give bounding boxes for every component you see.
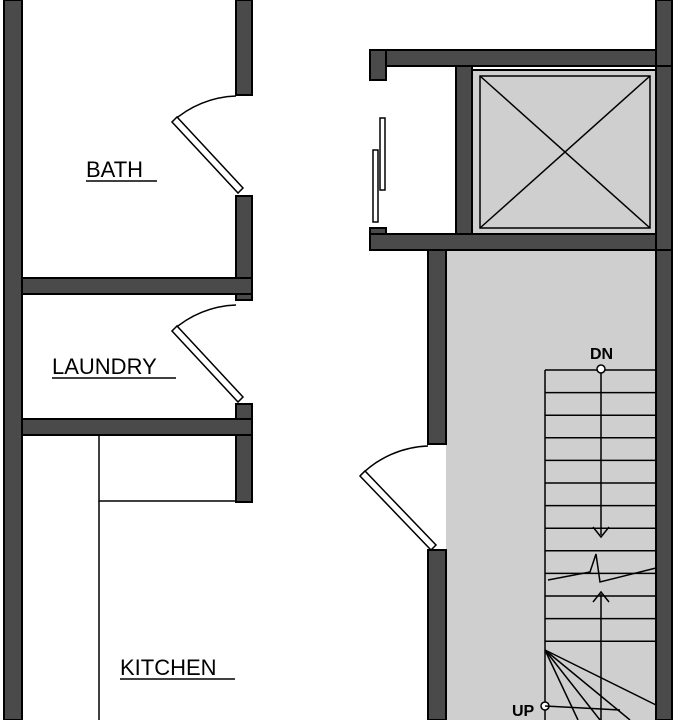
- stair-area: [446, 250, 656, 720]
- kitchen-counter: [98, 434, 237, 502]
- stair-door-swing: [359, 445, 429, 477]
- wall-elevator-right: [655, 65, 673, 251]
- closet-wall-right: [455, 65, 473, 251]
- bath-door[interactable]: [170, 115, 245, 195]
- wall-top-right: [369, 49, 661, 67]
- wall-stair-left-upper: [427, 249, 447, 445]
- elevator-cross-b: [479, 75, 651, 229]
- stair-break-line: [547, 553, 657, 583]
- room-label-kitchen: KITCHEN: [120, 655, 217, 680]
- closet-door-panel-a[interactable]: [379, 117, 386, 191]
- closet-door-panel-b[interactable]: [372, 149, 379, 223]
- room-label-bath: BATH: [86, 157, 143, 182]
- wall-bath-laundry: [21, 277, 253, 295]
- wall-left-exterior: [3, 0, 23, 720]
- stair-up-arrow: [592, 590, 610, 603]
- elevator-car: [479, 75, 651, 229]
- wall-bath-upper: [235, 0, 253, 96]
- closet-wall-left-top: [369, 49, 387, 81]
- wall-laundry-kitchen: [21, 418, 253, 436]
- stair-door[interactable]: [358, 469, 438, 552]
- stair-label-down: DN: [590, 346, 613, 363]
- wall-closet-bottom: [369, 233, 661, 251]
- wall-right-top: [655, 0, 673, 67]
- laundry-door[interactable]: [170, 324, 245, 404]
- bath-door-swing: [171, 95, 237, 123]
- stair-down-arrow: [592, 526, 610, 539]
- room-label-laundry: LAUNDRY: [52, 354, 157, 379]
- stair-label-up: UP: [512, 703, 535, 720]
- laundry-door-swing: [171, 304, 237, 332]
- stair-down-marker: [596, 364, 606, 374]
- wall-stair-left-lower: [427, 549, 447, 720]
- wall-stair-right: [655, 249, 673, 720]
- stair-winders: [544, 649, 657, 720]
- wall-bath-lower: [235, 195, 253, 301]
